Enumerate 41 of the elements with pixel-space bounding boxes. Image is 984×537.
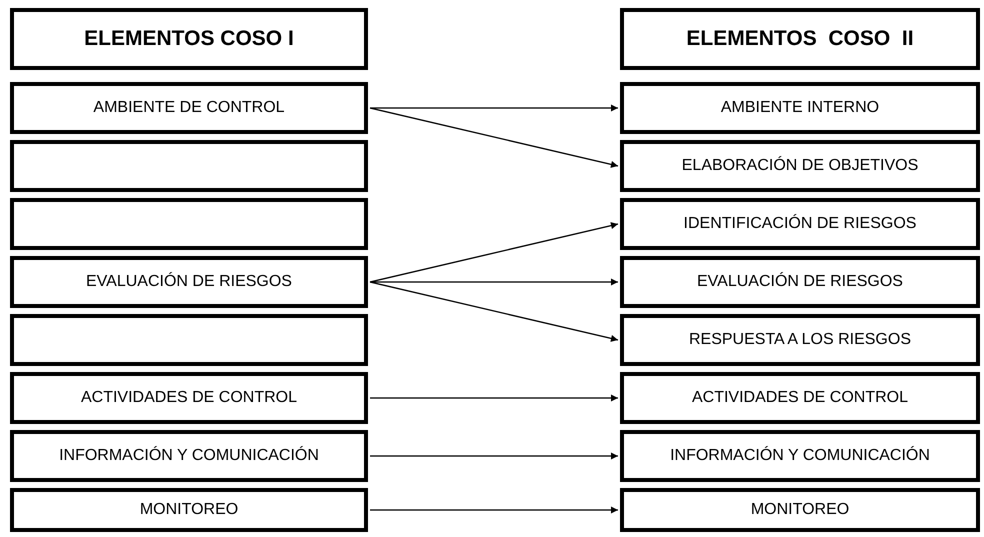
arrow [370, 107, 618, 168]
element-label: EVALUACIÓN DE RIESGOS [696, 273, 904, 291]
element-box [10, 314, 368, 366]
element-box [620, 488, 980, 532]
element-label: ELABORACIÓN DE OBJETIVOS [680, 157, 920, 175]
element-label: AMBIENTE INTERNO [720, 99, 880, 117]
element-box [10, 198, 368, 250]
element-box [620, 256, 980, 308]
element-label: INFORMACIÓN Y COMUNICACIÓN [669, 447, 931, 465]
element-label: MONITOREO [750, 501, 850, 519]
element-box [10, 488, 368, 532]
header-box [620, 8, 980, 70]
element-box [620, 82, 980, 134]
element-box [10, 372, 368, 424]
element-box [10, 82, 368, 134]
arrow [370, 452, 618, 460]
arrow [370, 222, 618, 283]
element-label: MONITOREO [138, 501, 240, 519]
element-label: ACTIVIDADES DE CONTROL [690, 389, 910, 407]
arrow [370, 394, 618, 402]
column-heading: ELEMENTOS COSO I [84, 26, 294, 52]
element-label: ACTIVIDADES DE CONTROL [80, 389, 298, 407]
element-label: INFORMACIÓN Y COMUNICACIÓN [58, 447, 320, 465]
element-box [10, 256, 368, 308]
element-box [620, 314, 980, 366]
column-heading: ELEMENTOS COSO II [686, 26, 914, 52]
element-box [620, 198, 980, 250]
element-box [10, 140, 368, 192]
element-label: AMBIENTE DE CONTROL [92, 99, 286, 117]
element-box [10, 430, 368, 482]
element-box [620, 140, 980, 192]
element-box [620, 372, 980, 424]
element-label: RESPUESTA A LOS RIESGOS [688, 331, 912, 349]
arrow [370, 281, 618, 342]
element-label: IDENTIFICACIÓN DE RIESGOS [682, 215, 918, 233]
arrow [370, 104, 618, 112]
arrow [370, 278, 618, 286]
arrow [370, 506, 618, 514]
element-box [620, 430, 980, 482]
header-box [10, 8, 368, 70]
element-label: EVALUACIÓN DE RIESGOS [85, 273, 293, 291]
